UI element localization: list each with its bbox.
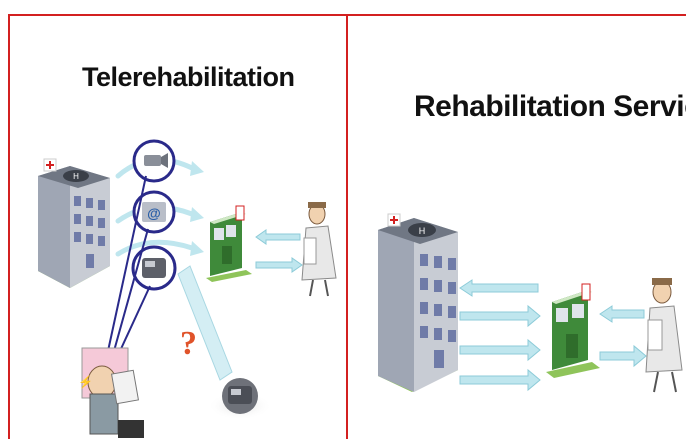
rehabilitation-service-panel: Rehabilitation Service H [348, 14, 686, 439]
telephone-icon [131, 245, 177, 291]
service-arrows [459, 279, 541, 392]
rehabilitation-service-title: Rehabilitation Service [414, 90, 686, 123]
svg-text:@: @ [147, 205, 161, 221]
clinic-icon [206, 205, 252, 282]
patient-icon [645, 278, 683, 393]
patient-icon [301, 202, 337, 297]
telerehabilitation-illustration: H [38, 139, 337, 438]
svg-text:H: H [419, 226, 426, 236]
svg-text:H: H [73, 172, 79, 181]
question-mark-icon: ? [180, 325, 197, 362]
rehabilitation-service-illustration: H [378, 213, 683, 393]
telerehabilitation-title: Telerehabilitation [82, 62, 295, 92]
clinic-icon [546, 283, 600, 378]
patient-arrows [599, 305, 647, 368]
connection-lines [107, 175, 151, 352]
video-camera-icon [132, 139, 176, 183]
telephone-icon [222, 378, 258, 414]
doctor-icon: ⚡ [78, 347, 144, 438]
beam [177, 265, 233, 381]
hospital-icon: H [378, 213, 458, 392]
patient-arrows [255, 229, 303, 273]
hospital-icon: H [38, 158, 110, 288]
telerehabilitation-panel: Telerehabilitation H [8, 14, 348, 439]
svg-text:⚡: ⚡ [78, 375, 93, 389]
email-icon: @ [132, 190, 176, 234]
